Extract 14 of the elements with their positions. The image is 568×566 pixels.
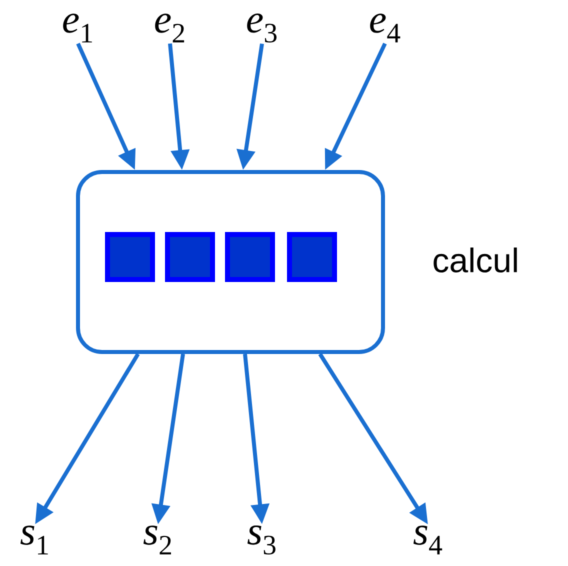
variable-label: s$_{3}$ bbox=[247, 525, 276, 555]
register-cell bbox=[287, 232, 337, 282]
box-caption: calcul bbox=[434, 248, 517, 272]
process-box bbox=[76, 170, 385, 354]
variable-label: e$_{4}$ bbox=[370, 14, 400, 42]
variable-label: e$_{3}$ bbox=[247, 13, 277, 43]
register-cell bbox=[105, 232, 155, 282]
variable-label: s$_{2}$ bbox=[143, 526, 171, 554]
variable-label: s$_{4}$ bbox=[413, 526, 442, 554]
variable-label: s$_{1}$ bbox=[20, 526, 48, 554]
variable-label: e$_{2}$ bbox=[155, 14, 184, 42]
variable-label: e$_{1}$ bbox=[63, 14, 92, 42]
register-cell bbox=[225, 232, 275, 282]
register-cell bbox=[165, 232, 215, 282]
